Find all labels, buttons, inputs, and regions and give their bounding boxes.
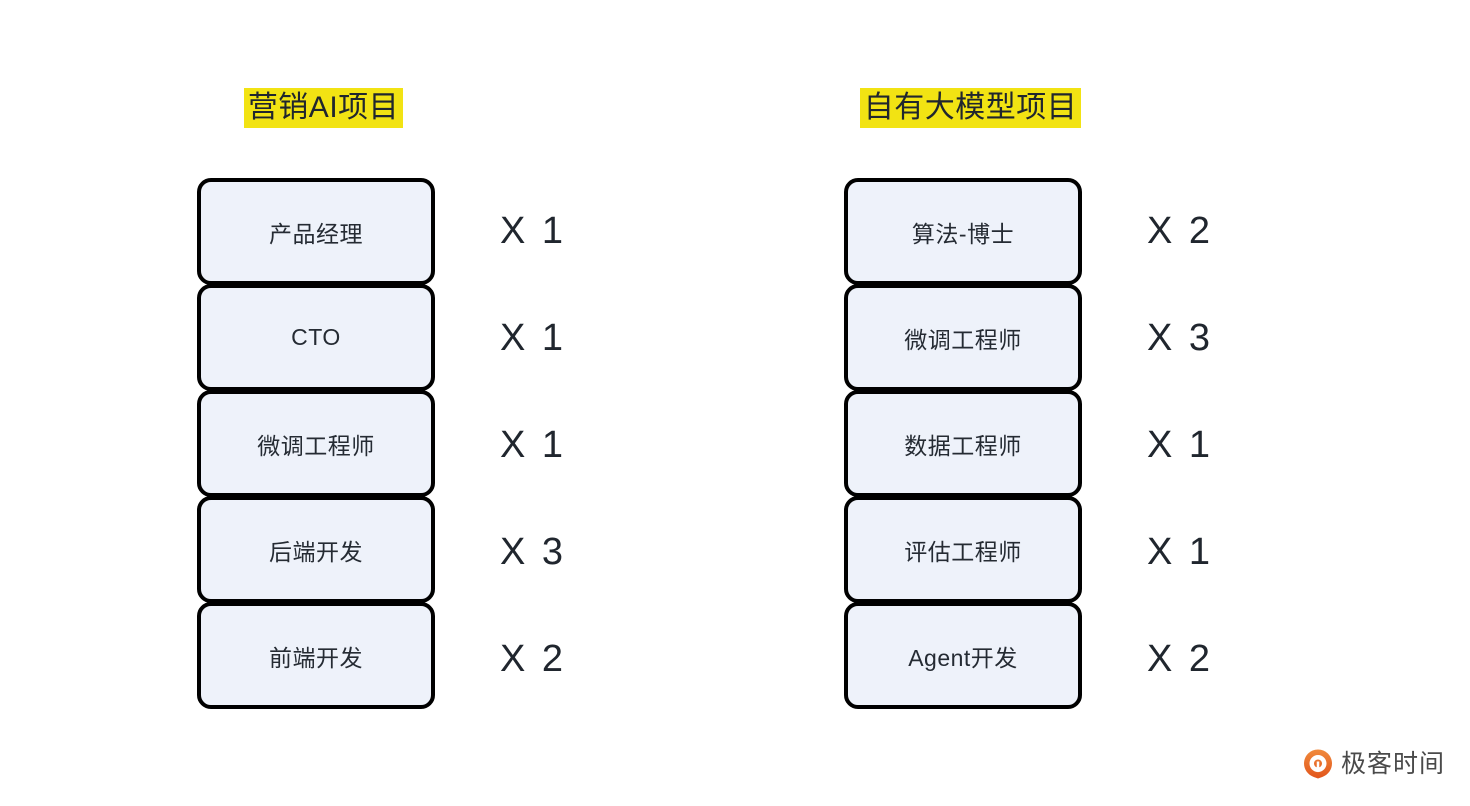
- role-count-label: X 1: [1147, 531, 1214, 573]
- role-box[interactable]: 算法-博士: [844, 178, 1082, 285]
- role-count-cell: X 3: [1147, 285, 1277, 392]
- role-count-label: X 2: [1147, 638, 1214, 680]
- column-title-marketing-ai: 营销AI项目: [0, 88, 647, 128]
- role-count-label: X 3: [1147, 317, 1214, 359]
- role-count-list-marketing-ai: X 1 X 1 X 1 X 3 X 2: [500, 178, 630, 713]
- role-box[interactable]: 后端开发: [197, 496, 435, 603]
- role-box[interactable]: 微调工程师: [844, 284, 1082, 391]
- role-count-cell: X 1: [500, 285, 630, 392]
- role-count-cell: X 1: [500, 392, 630, 499]
- role-label: 微调工程师: [904, 326, 1022, 353]
- role-count-label: X 3: [500, 531, 567, 573]
- role-count-cell: X 2: [1147, 178, 1277, 285]
- role-label: 微调工程师: [257, 432, 375, 459]
- role-box[interactable]: CTO: [197, 284, 435, 391]
- role-count-list-own-llm: X 2 X 3 X 1 X 1 X 2: [1147, 178, 1277, 713]
- role-box[interactable]: Agent开发: [844, 602, 1082, 709]
- role-count-cell: X 1: [500, 178, 630, 285]
- role-label: 后端开发: [269, 538, 363, 565]
- column-title-own-llm: 自有大模型项目: [647, 88, 1294, 128]
- role-box[interactable]: 产品经理: [197, 178, 435, 285]
- highlighted-title-text: 自有大模型项目: [859, 88, 1082, 128]
- role-label: CTO: [291, 324, 341, 350]
- role-count-cell: X 2: [1147, 606, 1277, 713]
- role-count-label: X 1: [500, 424, 567, 466]
- role-box[interactable]: 评估工程师: [844, 496, 1082, 603]
- role-label: 前端开发: [269, 644, 363, 671]
- role-label: 评估工程师: [904, 538, 1022, 565]
- role-label: 算法-博士: [911, 220, 1015, 247]
- role-count-cell: X 2: [500, 606, 630, 713]
- role-count-cell: X 3: [500, 499, 630, 606]
- role-count-label: X 1: [500, 317, 567, 359]
- role-box-stack-marketing-ai: 产品经理 CTO 微调工程师 后端开发 前端开发: [197, 178, 435, 709]
- role-label: Agent开发: [908, 644, 1018, 671]
- role-count-cell: X 1: [1147, 499, 1277, 606]
- role-count-label: X 1: [500, 210, 567, 252]
- role-count-label: X 2: [1147, 210, 1214, 252]
- role-box[interactable]: 数据工程师: [844, 390, 1082, 497]
- role-box[interactable]: 前端开发: [197, 602, 435, 709]
- role-count-cell: X 1: [1147, 392, 1277, 499]
- highlighted-title-text: 营销AI项目: [243, 88, 404, 128]
- watermark: 极客时间: [1302, 748, 1445, 780]
- role-label: 产品经理: [269, 220, 363, 247]
- role-box[interactable]: 微调工程师: [197, 390, 435, 497]
- role-count-label: X 2: [500, 638, 567, 680]
- role-label: 数据工程师: [904, 432, 1022, 459]
- role-box-stack-own-llm: 算法-博士 微调工程师 数据工程师 评估工程师 Agent开发: [844, 178, 1082, 709]
- role-count-label: X 1: [1147, 424, 1214, 466]
- watermark-text: 极客时间: [1341, 750, 1446, 778]
- geektime-logo-icon: [1304, 749, 1332, 779]
